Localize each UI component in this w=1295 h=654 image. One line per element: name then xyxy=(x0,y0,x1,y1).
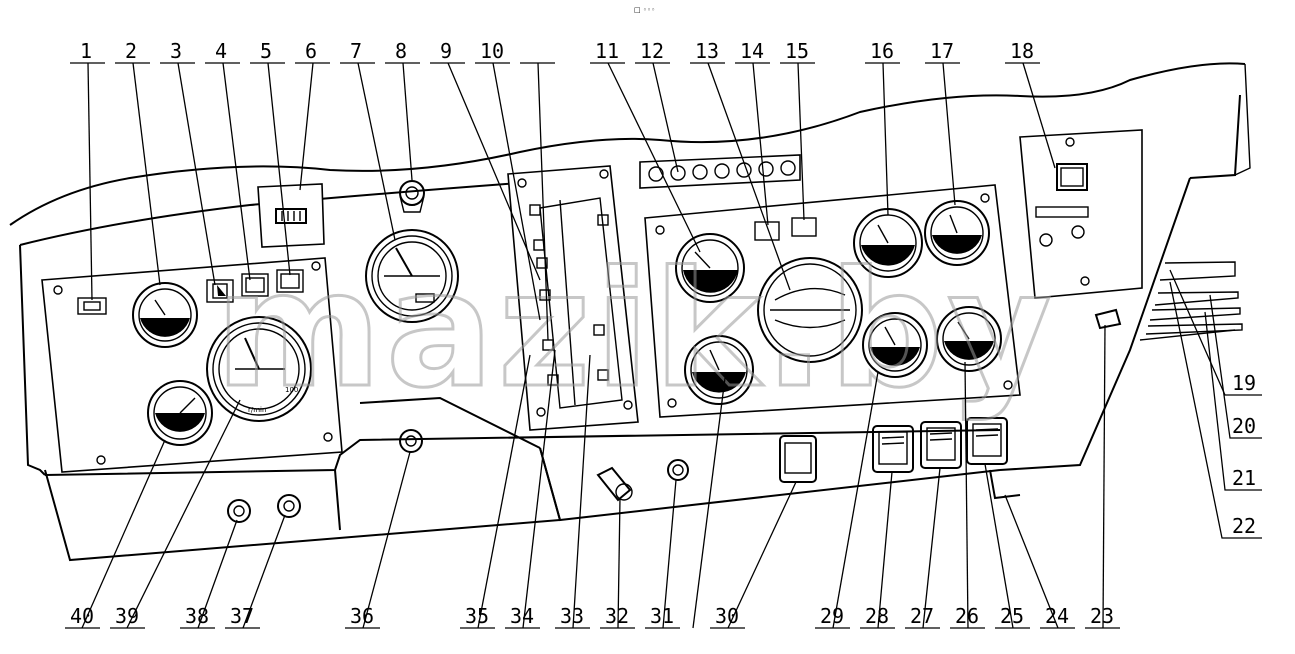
callout-18: 18 xyxy=(1010,39,1034,63)
callout-3: 3 xyxy=(170,39,182,63)
module-18 xyxy=(1019,129,1143,299)
gauge-17 xyxy=(924,200,990,266)
dashboard-body xyxy=(9,62,1251,562)
callout-labels-right: 19 20 21 22 xyxy=(1232,371,1256,538)
callout-2: 2 xyxy=(125,39,137,63)
tacho-max-label: 100 xyxy=(285,386,298,394)
callout-13: 13 xyxy=(695,39,719,63)
callout-38: 38 xyxy=(185,604,209,628)
gauge-16 xyxy=(853,208,923,278)
callout-28: 28 xyxy=(865,604,889,628)
gauge-31 xyxy=(684,335,754,405)
rocker-switches xyxy=(779,417,1008,483)
watermark: mazik.by xyxy=(215,236,1056,423)
gauge-13 xyxy=(757,257,863,363)
callout-20: 20 xyxy=(1232,414,1256,438)
callout-37: 37 xyxy=(230,604,254,628)
left-instrument-panel: r/min 100 xyxy=(41,257,343,473)
callout-9: 9 xyxy=(440,39,452,63)
header-caption: □ ◦◦◦ xyxy=(634,6,655,14)
callout-39: 39 xyxy=(115,604,139,628)
callout-17: 17 xyxy=(930,39,954,63)
callout-30: 30 xyxy=(715,604,739,628)
callout-34: 34 xyxy=(510,604,534,628)
gauge-2 xyxy=(132,282,198,348)
callout-26: 26 xyxy=(955,604,979,628)
callout-14: 14 xyxy=(740,39,764,63)
speedometer-7 xyxy=(365,229,459,323)
callout-35: 35 xyxy=(465,604,489,628)
tachometer-39: r/min 100 xyxy=(206,316,312,422)
knob-8 xyxy=(399,180,425,213)
gauge-40 xyxy=(147,380,213,446)
callout-labels-top: 1 2 3 4 5 6 7 8 9 10 11 12 13 14 15 16 1… xyxy=(80,39,1034,63)
callout-29: 29 xyxy=(820,604,844,628)
callout-11: 11 xyxy=(595,39,619,63)
callout-27: 27 xyxy=(910,604,934,628)
callout-7: 7 xyxy=(350,39,362,63)
callout-19: 19 xyxy=(1232,371,1256,395)
callout-8: 8 xyxy=(395,39,407,63)
gauge-29 xyxy=(862,312,928,378)
callout-33: 33 xyxy=(560,604,584,628)
switch-23 xyxy=(1094,308,1122,330)
leader-lines xyxy=(65,62,1262,629)
callout-31: 31 xyxy=(650,604,674,628)
callout-21: 21 xyxy=(1232,466,1256,490)
callout-6: 6 xyxy=(305,39,317,63)
callout-12: 12 xyxy=(640,39,664,63)
callout-5: 5 xyxy=(260,39,272,63)
callout-40: 40 xyxy=(70,604,94,628)
callout-16: 16 xyxy=(870,39,894,63)
callout-23: 23 xyxy=(1090,604,1114,628)
callout-32: 32 xyxy=(605,604,629,628)
callout-labels-bottom: 40 39 38 37 36 35 34 33 32 31 30 29 28 2… xyxy=(70,604,1114,628)
gauge-26 xyxy=(936,306,1002,372)
right-instrument-panel xyxy=(644,184,1021,418)
lower-controls xyxy=(227,429,689,523)
callout-10: 10 xyxy=(480,39,504,63)
gauge-11 xyxy=(675,233,745,303)
switch-row-12 xyxy=(639,154,801,189)
callout-15: 15 xyxy=(785,39,809,63)
callout-24: 24 xyxy=(1045,604,1069,628)
callout-1: 1 xyxy=(80,39,92,63)
tacho-unit-label: r/min xyxy=(248,406,266,414)
center-block xyxy=(507,165,639,431)
callout-36: 36 xyxy=(350,604,374,628)
callout-22: 22 xyxy=(1232,514,1256,538)
callout-4: 4 xyxy=(215,39,227,63)
callout-25: 25 xyxy=(1000,604,1024,628)
